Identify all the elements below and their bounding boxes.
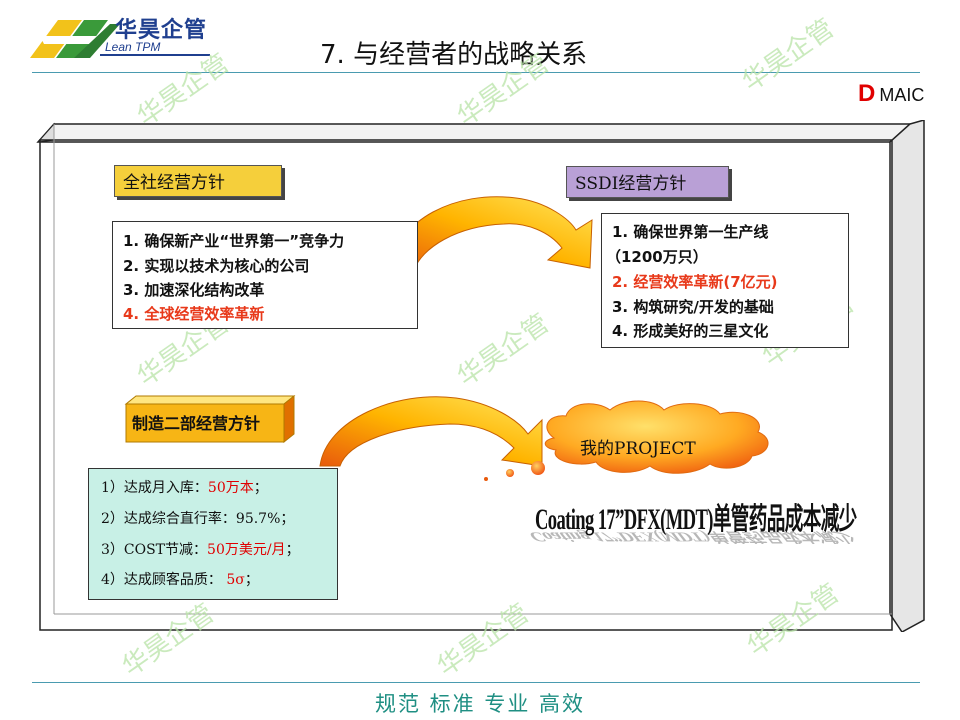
footer-slogan: 规范 标准 专业 高效: [374, 692, 586, 716]
phase-rest: MAIC: [879, 85, 925, 105]
list-item: 1. 确保世界第一生产线: [612, 223, 769, 241]
company-logo: [30, 20, 120, 58]
list-item: 4）达成顾客品质： 5σ；: [101, 569, 259, 589]
bubble-dot-small: [484, 477, 488, 481]
list-item: 4. 形成美好的三星文化: [612, 322, 769, 340]
watermark: 华昊企管: [737, 13, 840, 98]
curved-arrow-bottom: [319, 396, 543, 467]
bubble-dot-large: [531, 461, 545, 475]
list-item: 1. 确保新产业“世界第一”竞争力: [123, 232, 345, 250]
corporate-policy-list: 1. 确保新产业“世界第一”竞争力 2. 实现以技术为核心的公司 3. 加速深化…: [112, 221, 418, 329]
project-title: Coating 17”DFX(MDT)单管药品成本减少: [535, 503, 857, 536]
logo-text-cn: 华昊企管: [115, 18, 208, 43]
logo-text-en: Lean TPM: [105, 40, 161, 54]
ssdi-policy-label: SSDI经营方针: [566, 166, 729, 198]
mfg-label-shape: [124, 394, 296, 444]
list-item-prefix: 1）达成月入库：: [101, 480, 208, 496]
corporate-policy-label: 全社经营方针: [114, 165, 282, 197]
phase-highlight: D: [858, 80, 876, 107]
panel-frame: [36, 120, 925, 632]
list-item-value: 50万本: [207, 480, 254, 496]
mfg-policy-label: 制造二部经营方针: [132, 414, 261, 433]
curved-arrow-top: [391, 196, 593, 271]
list-item: 2. 经营效率革新(7亿元): [612, 273, 778, 291]
list-item-prefix: 3）COST节减：: [101, 542, 208, 558]
list-item: 1）达成月入库：50万本；: [101, 477, 268, 497]
list-item: 4. 全球经营效率革新: [123, 305, 265, 323]
list-item: 3）COST节减：50万美元/月；: [101, 539, 300, 559]
list-item-suffix: ；: [253, 480, 268, 496]
page-title: 7. 与经营者的战略关系: [320, 40, 588, 70]
list-item-suffix: ；: [244, 572, 259, 588]
list-item: 3. 构筑研究/开发的基础: [612, 298, 774, 316]
list-item-prefix: 2）达成综合直行率：95.7%: [101, 511, 281, 527]
list-item: 2. 实现以技术为核心的公司: [123, 257, 310, 275]
project-bubble-text: 我的PROJECT: [580, 439, 696, 459]
ssdi-policy-list: 1. 确保世界第一生产线 （1200万只） 2. 经营效率革新(7亿元) 3. …: [601, 213, 849, 348]
project-bubble: [544, 400, 769, 474]
list-item-prefix: 4）达成顾客品质：: [101, 572, 227, 588]
list-item: 2）达成综合直行率：95.7%；: [101, 508, 294, 528]
footer-divider: [32, 682, 920, 683]
strategy-panel: [36, 120, 925, 632]
list-item-suffix: ；: [280, 511, 295, 527]
list-item-value: 5σ: [226, 572, 245, 588]
list-item: （1200万只）: [606, 248, 708, 266]
bubble-dot-medium: [506, 469, 514, 477]
mfg-policy-list: 1）达成月入库：50万本； 2）达成综合直行率：95.7%； 3）COST节减：…: [88, 468, 338, 600]
logo-underline: [100, 54, 210, 56]
header-divider: [32, 72, 920, 73]
list-item-suffix: ；: [285, 542, 300, 558]
list-item-value: 50万美元/月: [207, 542, 286, 558]
list-item: 3. 加速深化结构改革: [123, 281, 265, 299]
